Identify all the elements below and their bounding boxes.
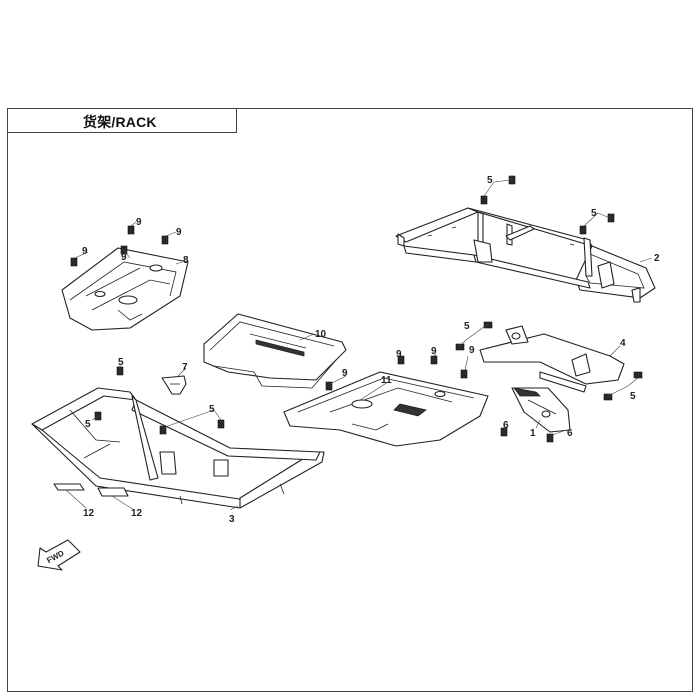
callout-5: 5 [464, 321, 470, 332]
callout-5: 5 [85, 419, 91, 430]
callout-9: 9 [121, 252, 127, 263]
bolt [325, 381, 333, 391]
callout-9: 9 [469, 345, 475, 356]
front-rack-plate [61, 247, 189, 331]
callout-2: 2 [654, 253, 660, 264]
bolt [500, 427, 508, 437]
bolt [70, 257, 78, 267]
callout-1: 1 [530, 428, 536, 439]
callout-9: 9 [136, 217, 142, 228]
rear-rack-frame [395, 207, 656, 303]
rack-cover-plate [203, 313, 347, 389]
callout-7: 7 [182, 362, 188, 373]
callout-11: 11 [381, 375, 392, 386]
bolt [480, 195, 488, 205]
callout-12: 12 [131, 508, 143, 519]
rack-support-bracket [479, 325, 625, 393]
bolt [579, 225, 587, 235]
callout-9: 9 [342, 368, 348, 379]
rear-rack-plate [283, 371, 489, 447]
bolt [460, 369, 468, 379]
callout-9: 9 [431, 346, 437, 357]
callout-3: 3 [229, 514, 235, 525]
small-bracket [161, 375, 187, 395]
bolt [603, 393, 613, 401]
diagram-frame [7, 108, 693, 692]
bolt [116, 366, 124, 376]
fastener-bolts [70, 175, 643, 443]
bolt [430, 355, 438, 365]
callout-5: 5 [630, 391, 636, 402]
reflector-strips [53, 483, 129, 497]
bolt [455, 343, 465, 351]
callout-10: 10 [315, 329, 327, 340]
callout-5: 5 [209, 404, 215, 415]
bolt [127, 225, 135, 235]
callout-9: 9 [396, 349, 402, 360]
bolt [633, 371, 643, 379]
forward-direction-arrow [37, 539, 81, 571]
callout-9: 9 [176, 227, 182, 238]
callout-5: 5 [118, 357, 124, 368]
callout-8: 8 [183, 255, 189, 266]
bolt [607, 213, 615, 223]
front-rack-frame [31, 387, 325, 509]
callout-5: 5 [591, 208, 597, 219]
bolt [161, 235, 169, 245]
leader-lines [65, 176, 653, 511]
mounting-plate [511, 387, 571, 433]
bolt [159, 425, 167, 435]
callout-9: 9 [82, 246, 88, 257]
title-box [7, 108, 237, 133]
callout-6: 6 [503, 420, 509, 431]
bolt [483, 321, 493, 329]
callout-5: 5 [487, 175, 493, 186]
page-title: 货架/RACK [83, 114, 157, 130]
callout-4: 4 [620, 338, 626, 349]
bolt [217, 419, 225, 429]
callout-12: 12 [83, 508, 95, 519]
callout-6: 6 [567, 428, 573, 439]
bolt [546, 433, 554, 443]
